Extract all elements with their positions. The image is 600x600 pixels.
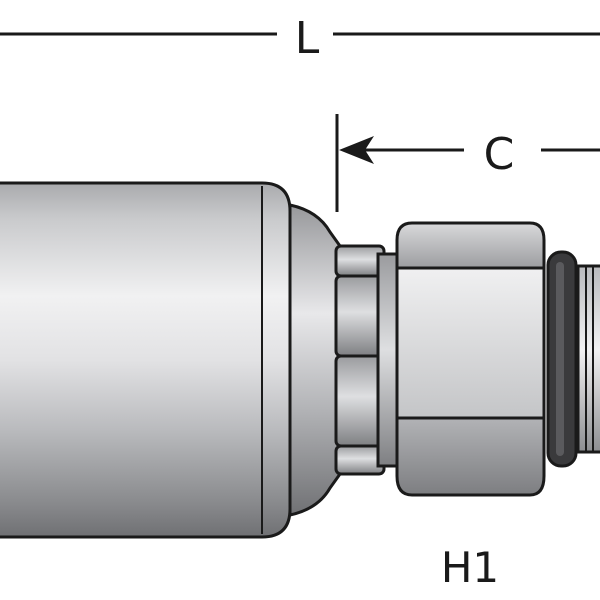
dimension-c-arrowhead [339, 136, 374, 164]
hex-face-middle [395, 266, 546, 420]
dimension-c: C [335, 114, 600, 212]
dimension-c-label: C [484, 129, 515, 180]
o-ring-seal [546, 250, 578, 468]
hex-nut [395, 221, 546, 497]
o-ring-highlight [556, 262, 564, 456]
hex-face-bottom [395, 416, 546, 497]
ferrule-body [0, 181, 292, 539]
cone-body [288, 203, 342, 517]
thread-body [576, 264, 600, 454]
hex-face-top [395, 221, 546, 270]
nipple-collar [334, 244, 402, 476]
threaded-end [576, 264, 600, 454]
dimension-h1-label: H1 [441, 543, 499, 592]
ferrule-shell [0, 181, 292, 539]
dimension-l: L [0, 13, 600, 64]
dimension-l-label: L [295, 13, 320, 64]
ferrule-cone [288, 203, 342, 517]
